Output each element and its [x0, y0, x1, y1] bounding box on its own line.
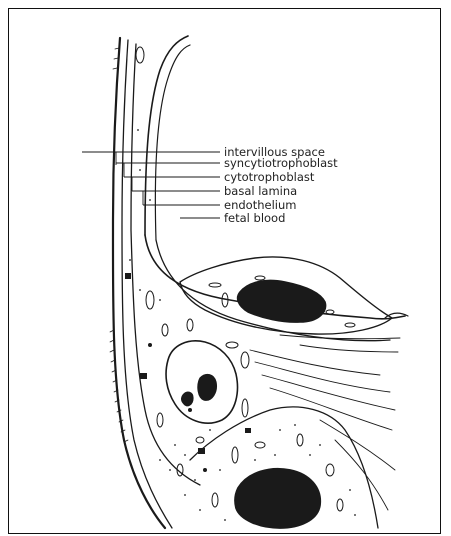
- capillary-inner: [155, 45, 190, 240]
- fibroblast-nucleus-dark: [198, 375, 216, 401]
- cytotrophoblast-nucleus: [235, 469, 320, 528]
- label-fetal-blood: fetal blood: [224, 211, 285, 225]
- fibroblast-nucleus-dark: [182, 392, 193, 406]
- label-leaders: [82, 152, 220, 218]
- villus-outer-wall: [113, 38, 165, 528]
- label-cytotrophoblast: cytotrophoblast: [224, 170, 315, 184]
- label-endothelium: endothelium: [224, 198, 296, 212]
- cell-junctions: [125, 273, 251, 472]
- cell-organelles: [136, 47, 355, 511]
- label-basal-lamina: basal lamina: [224, 184, 297, 198]
- endothelial-nucleus: [238, 280, 326, 322]
- label-syncytiotrophoblast: syncytiotrophoblast: [224, 156, 338, 170]
